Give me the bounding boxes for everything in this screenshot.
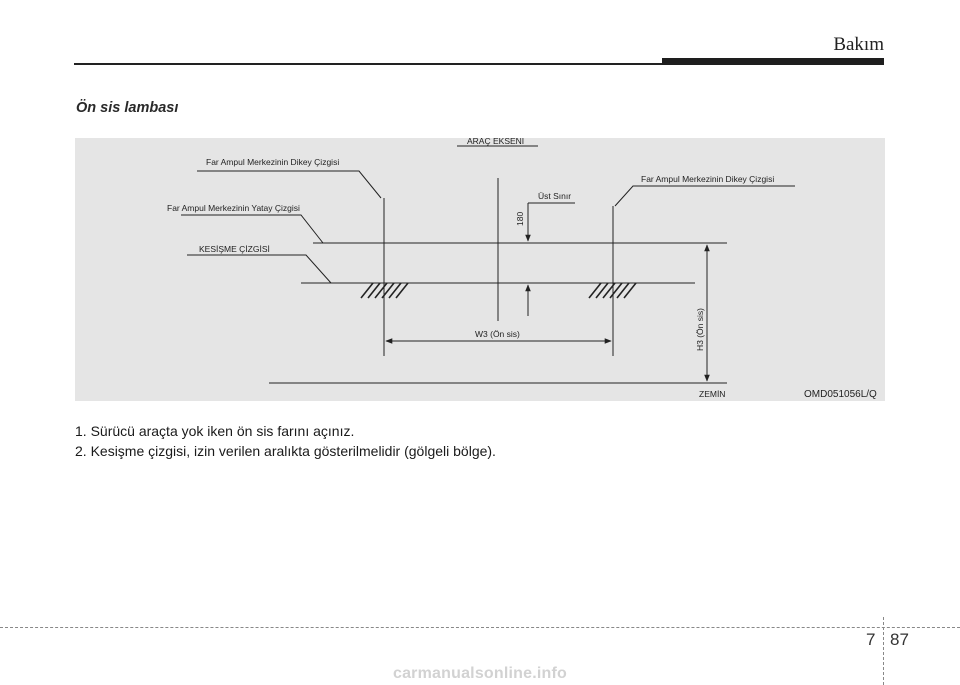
label-cutoff-line: KESİŞME ÇİZGİSİ (199, 244, 270, 254)
label-height-dimension: H3 (Ön sis) (695, 308, 705, 351)
fog-lamp-aiming-diagram: ARAÇ EKSENİ Far Ampul Merkezinin Dikey Ç… (75, 138, 885, 401)
diagram-svg: ARAÇ EKSENİ Far Ampul Merkezinin Dikey Ç… (167, 138, 877, 400)
label-ground: ZEMİN (699, 389, 725, 399)
label-vertical-center-right: Far Ampul Merkezinin Dikey Çizgisi (641, 174, 774, 184)
figure-code: OMD051056L/Q (804, 389, 877, 400)
hatch-zone-right (588, 282, 637, 299)
page-number: 87 (890, 630, 909, 649)
section-number: 7 (866, 630, 876, 649)
instruction-item: 2. Kesişme çizgisi, izin verilen aralıkt… (75, 443, 496, 459)
instruction-item: 1. Sürücü araçta yok iken ön sis farını … (75, 423, 355, 439)
label-offset-value: 180 (515, 212, 525, 226)
footer-dashed-rule (0, 627, 960, 628)
footer-dashed-divider (883, 617, 884, 685)
label-vehicle-axis: ARAÇ EKSENİ (467, 138, 524, 146)
instruction-list: 1. Sürücü araçta yok iken ön sis farını … (75, 421, 496, 461)
label-upper-limit: Üst Sınır (538, 191, 571, 201)
watermark: carmanualsonline.info (392, 665, 567, 682)
section-title: Ön sis lambası (76, 100, 179, 116)
header-rule-thin (74, 63, 662, 65)
page-header-title: Bakım (833, 34, 884, 55)
leader-vertical-right (614, 185, 795, 207)
label-width-dimension: W3 (Ön sis) (475, 329, 520, 339)
leader-horizontal-center (181, 214, 324, 244)
leader-cutoff-line (187, 254, 332, 284)
label-vertical-center-left: Far Ampul Merkezinin Dikey Çizgisi (206, 157, 339, 167)
label-horizontal-center: Far Ampul Merkezinin Yatay Çizgisi (167, 203, 300, 213)
leader-vertical-left (197, 170, 382, 199)
header-rule-thick (662, 58, 884, 65)
hatch-zone-left (360, 282, 409, 299)
